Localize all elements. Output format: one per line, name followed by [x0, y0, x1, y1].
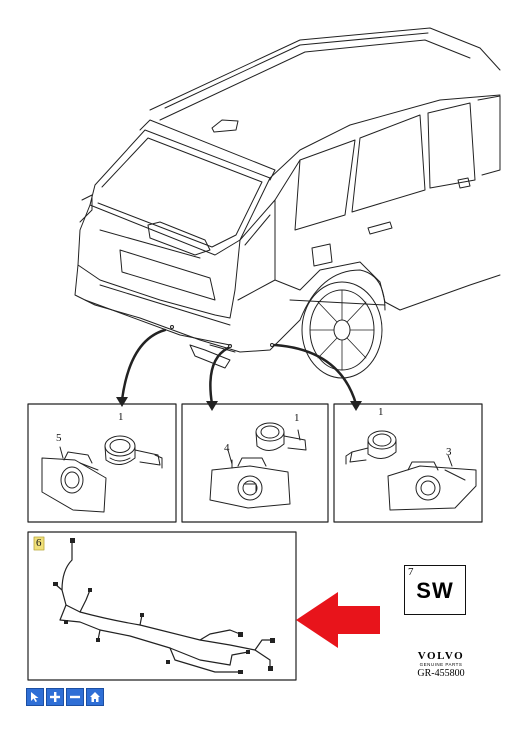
- wiring-harness-part-6: [54, 539, 273, 673]
- panel-wiring-harness: [27, 531, 297, 681]
- bracket-part-5: [41, 446, 107, 513]
- diagram-reference-code: GR-455800: [417, 668, 465, 679]
- zoom-out-button[interactable]: [66, 688, 84, 706]
- zoom-in-button[interactable]: [46, 688, 64, 706]
- sensor-part-1-left: [104, 435, 163, 469]
- home-icon: [90, 692, 100, 702]
- panel-rear-right-sensor: [333, 403, 483, 523]
- callout-bracket-3: 3: [446, 446, 452, 458]
- bracket-part-4: [209, 449, 291, 509]
- cursor-icon: [31, 692, 39, 702]
- callout-software-7: 7: [408, 566, 414, 578]
- brand-logo: VOLVO: [417, 650, 465, 662]
- viewer-toolbar: [26, 688, 104, 706]
- panel-rear-center-sensor: [181, 403, 329, 523]
- minus-icon: [70, 695, 80, 699]
- software-label: SW: [416, 578, 454, 603]
- select-button[interactable]: [26, 688, 44, 706]
- sensor-part-1-right: [345, 430, 397, 465]
- home-button[interactable]: [86, 688, 104, 706]
- callout-sensor-left: 1: [118, 411, 124, 423]
- panel-rear-left-sensor: [27, 403, 177, 523]
- brand-tagline: GENUINE PARTS: [419, 662, 463, 667]
- sensor-pointer-lines: [120, 328, 358, 406]
- vehicle-rear-illustration: [74, 27, 501, 379]
- callout-harness-6: 6: [36, 537, 42, 549]
- software-box: 7 SW: [404, 565, 466, 615]
- callout-sensor-right: 1: [378, 406, 384, 418]
- plus-icon: [50, 692, 60, 702]
- highlight-arrow: [296, 592, 380, 648]
- callout-sensor-center: 1: [294, 412, 300, 424]
- sensor-part-1-center: [255, 422, 307, 451]
- harness-callout-highlight: [33, 536, 45, 551]
- bracket-part-3: [387, 454, 477, 511]
- callout-bracket-5: 5: [56, 432, 62, 444]
- callout-bracket-4: 4: [224, 442, 230, 454]
